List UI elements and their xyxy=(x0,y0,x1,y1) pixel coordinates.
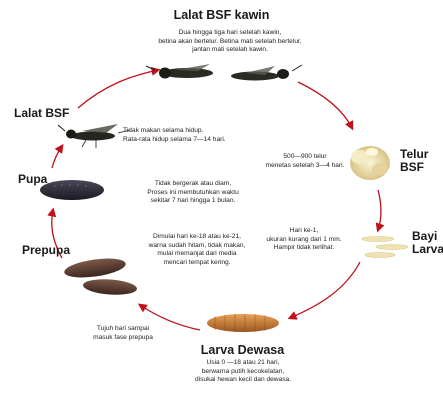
egg-note: 500—900 telur menetas setelah 3—4 hari. xyxy=(255,153,355,170)
baby-larva-label: Bayi Larva xyxy=(412,230,443,256)
fly-note: Tidak makan selama hidup. Rata-rata hidu… xyxy=(123,127,248,144)
arrow-egg-to-baby-larva xyxy=(378,190,381,230)
mating-flies-illustration xyxy=(146,64,302,81)
arrow-pupa-to-fly xyxy=(52,146,62,168)
prepupa-label: Prepupa xyxy=(22,243,92,257)
adult-larva-illustration xyxy=(207,314,279,332)
adult-fly-illustration xyxy=(58,124,130,148)
prepupa-note: Dimulai hari ke-18 atau ke-21, warna sud… xyxy=(132,233,262,267)
transition-note: Tujuh hari sampai masuk fase prepupa xyxy=(78,325,168,342)
baby-larva-illustration xyxy=(362,237,408,258)
adult-larva-note: Usia 0 —18 atau 21 hari, berwarna putih … xyxy=(168,359,318,385)
fly-label: Lalat BSF xyxy=(14,106,94,120)
arrow-baby-larva-to-adult-larva xyxy=(290,262,360,318)
arrow-fly-to-mating xyxy=(78,70,158,108)
adult-larva-label: Larva Dewasa xyxy=(170,343,315,357)
baby-larva-note: Hari ke-1, ukuran kurang dari 1 mm. Hamp… xyxy=(250,227,358,253)
arrow-mating-to-egg xyxy=(298,82,352,128)
prepupa-illustration xyxy=(63,255,137,296)
egg-mass-illustration xyxy=(350,146,390,180)
page-title: Lalat BSF kawin xyxy=(0,8,443,22)
mating-note: Dua hingga tiga hari setelah kawin, beti… xyxy=(130,29,330,55)
egg-label: Telur BSF xyxy=(400,148,440,174)
pupa-note: Tidak bergerak atau diam, Proses ini mem… xyxy=(128,180,258,206)
pupa-label: Pupa xyxy=(18,172,68,186)
